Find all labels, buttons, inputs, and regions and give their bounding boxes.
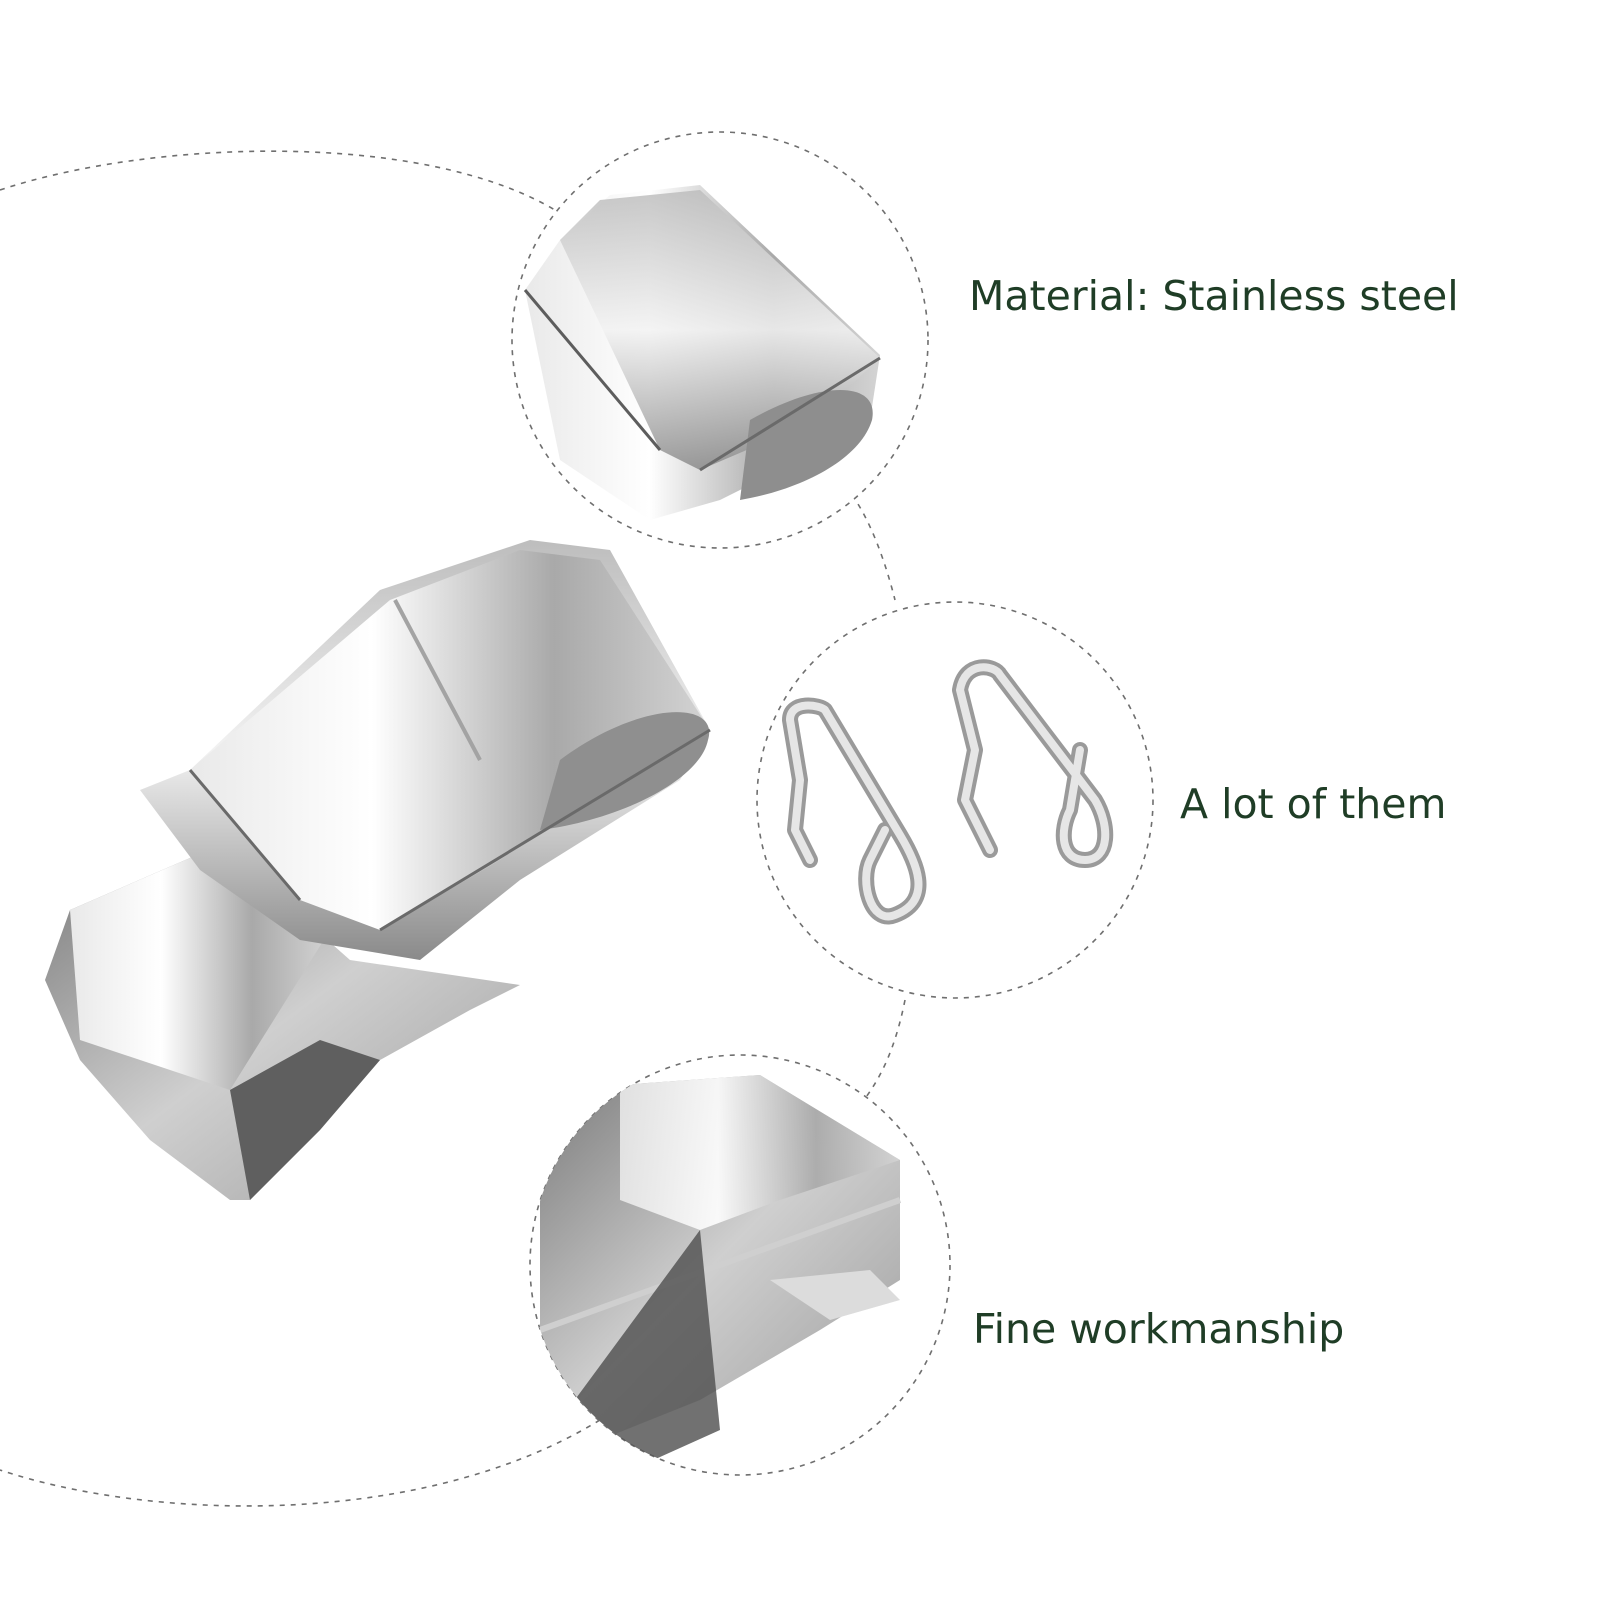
quantity-detail-photo [756,601,1154,999]
main-clip-photo [45,540,711,1200]
workmanship-label: Fine workmanship [973,1305,1345,1353]
quantity-label: A lot of them [1180,780,1447,828]
dashed-guide-lines [0,150,906,1507]
material-label: Material: Stainless steel [969,272,1459,320]
material-detail-photo [511,131,929,549]
workmanship-detail-photo [529,1054,951,1476]
